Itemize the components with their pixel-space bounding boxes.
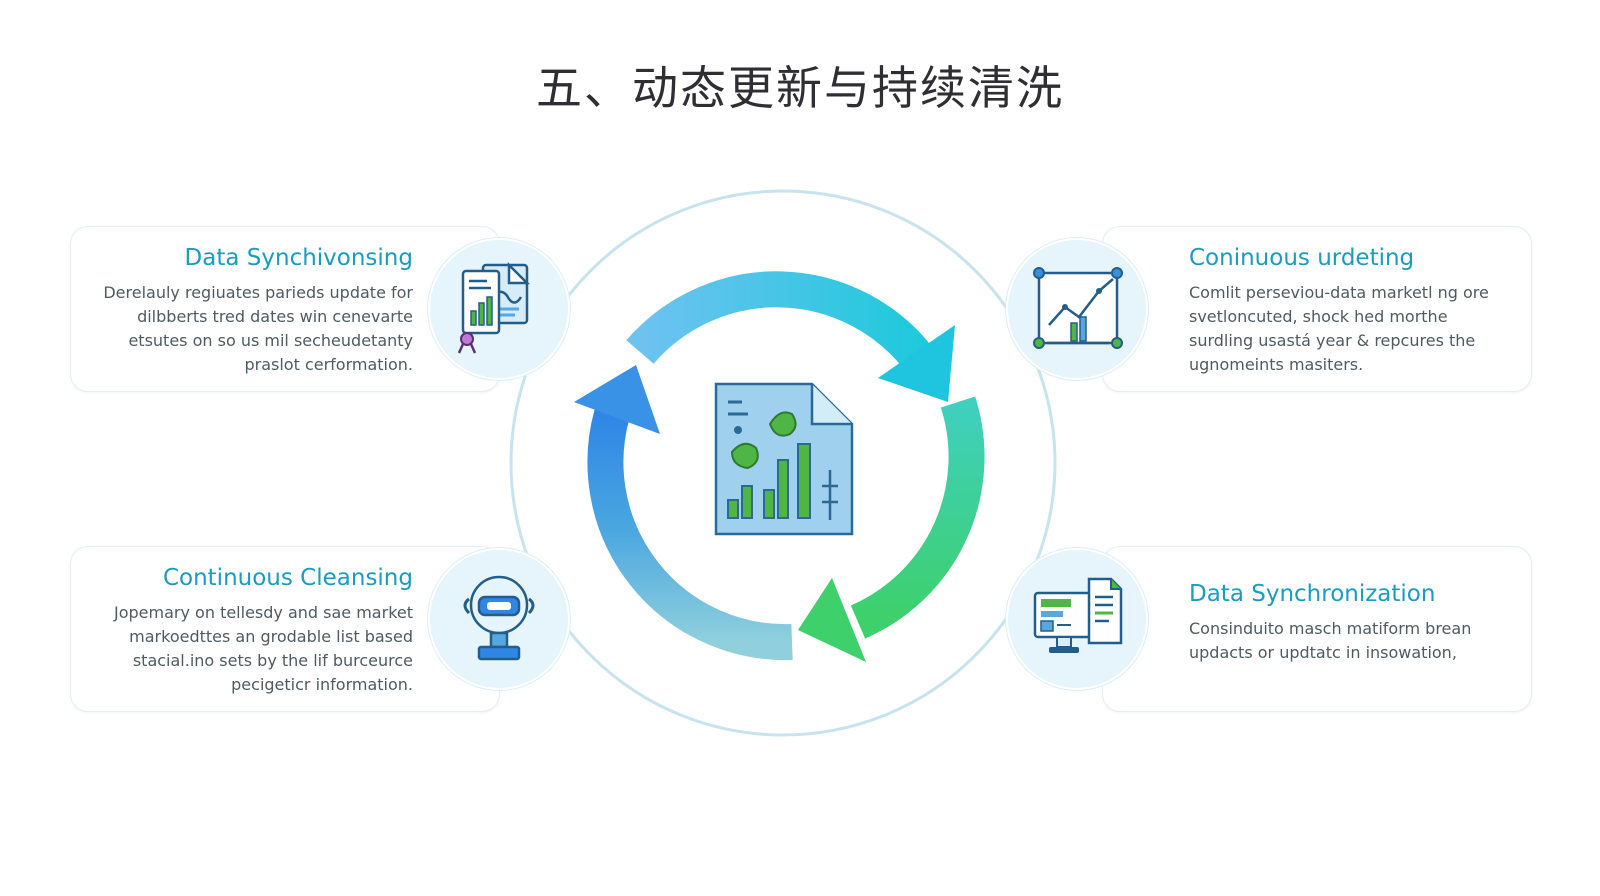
- card-body: Derelauly regiuates parieds update for d…: [103, 283, 413, 374]
- data-report-icon: [714, 382, 854, 536]
- card-data-synchronization: Data Synchronization Consinduito masch m…: [1102, 546, 1532, 712]
- card-body: Comlit perseviou-data marketl ng ore sve…: [1189, 283, 1489, 374]
- cycle-arrowhead-top: [878, 325, 955, 402]
- cycle-arrow-top: [626, 271, 933, 370]
- card-title: Coninuous urdeting: [1189, 245, 1415, 271]
- robot-cleaner-icon: [428, 548, 570, 690]
- card-body: Jopemary on tellesdy and sae market mark…: [114, 603, 413, 694]
- card-data-synchivonsing: Data Synchivonsing Derelauly regiuates p…: [70, 226, 500, 392]
- card-title: Continuous Cleansing: [162, 565, 413, 591]
- page-title: 五、动态更新与持续清洗: [536, 61, 1064, 115]
- trend-chart-icon: [1006, 238, 1148, 380]
- cycle-arrow-right: [850, 396, 985, 639]
- document-chart-icon: [428, 238, 570, 380]
- outer-ring: [509, 189, 1057, 737]
- card-coninuous-urdeting: Coninuous urdeting Comlit perseviou-data…: [1102, 226, 1532, 392]
- monitor-document-icon: [1006, 548, 1148, 690]
- card-body: Consinduito masch matiform brean updacts…: [1189, 619, 1472, 662]
- card-title: Data Synchivonsing: [184, 245, 413, 271]
- cycle-arrowhead-right: [798, 578, 866, 662]
- cycle-arrowhead-left: [574, 365, 660, 434]
- cycle-arrow-left: [587, 409, 793, 661]
- card-title: Data Synchronization: [1189, 581, 1436, 607]
